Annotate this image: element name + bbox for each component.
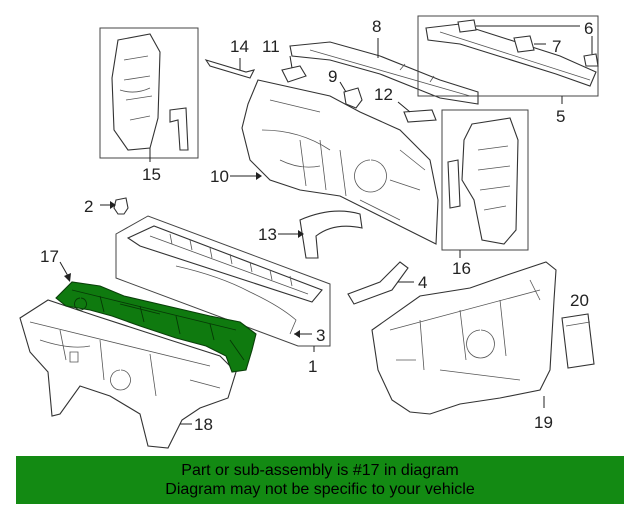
part-6-tab [457, 19, 477, 33]
part-12-plate [403, 109, 437, 123]
part-13-group [278, 210, 363, 259]
part-20-group [561, 313, 595, 369]
part-10-dash-panel [241, 79, 439, 245]
callout-6: 6 [584, 19, 593, 38]
part-16-strip [447, 159, 461, 209]
part-5-frame [417, 15, 599, 97]
part-11-group [281, 55, 307, 83]
callout-7: 7 [552, 37, 561, 56]
callout-13: 13 [258, 225, 277, 244]
part-9-bracket [343, 87, 363, 109]
part-10-group [230, 79, 439, 245]
callout-9: 9 [328, 67, 337, 86]
callout-14: 14 [230, 37, 249, 56]
part-16-group [441, 109, 529, 258]
part-11-clip [281, 65, 307, 83]
part-15-bracket [169, 107, 189, 151]
part-5-group [417, 15, 599, 104]
part-3-group [294, 330, 312, 338]
callout-4: 4 [418, 273, 427, 292]
callout-5: 5 [556, 107, 565, 126]
part-12-group [397, 101, 437, 123]
part-14-strip [204, 59, 256, 79]
part-4-brace [347, 261, 409, 305]
part-19-dash-assembly [371, 261, 557, 415]
callout-12: 12 [374, 85, 393, 104]
callout-20: 20 [570, 291, 589, 310]
part-9-group [339, 81, 363, 109]
callout-19: 19 [534, 413, 553, 432]
callout-18: 18 [194, 415, 213, 434]
banner-line-1: Part or sub-assembly is #17 in diagram [181, 462, 459, 479]
part-15-group [99, 27, 199, 162]
callout-10: 10 [210, 167, 229, 186]
callout-3: 3 [316, 326, 325, 345]
part-1-hose [175, 265, 297, 335]
part-18-group [19, 299, 237, 449]
callout-15: 15 [142, 165, 161, 184]
part-17-cowl-panel [55, 281, 257, 373]
part-17-group [55, 261, 257, 373]
callout-8: 8 [372, 17, 381, 36]
part-20-filter [561, 313, 595, 369]
callout-2: 2 [84, 197, 93, 216]
part-2-bolt [113, 197, 129, 215]
parts-diagram: 1 2 3 4 5 6 7 8 9 10 11 12 13 14 15 16 1… [19, 15, 599, 449]
part-16-frame [441, 109, 529, 251]
part-4-group [347, 261, 414, 305]
part-2-group [100, 197, 129, 215]
callout-11: 11 [262, 37, 280, 56]
part-13-shroud [299, 210, 363, 259]
info-banner: Part or sub-assembly is #17 in diagram D… [16, 456, 624, 504]
callout-17: 17 [40, 247, 59, 266]
callout-16: 16 [452, 259, 471, 278]
part-8-group [289, 38, 479, 105]
banner-line-2: Diagram may not be specific to your vehi… [165, 481, 475, 498]
part-6-clip [583, 53, 599, 67]
part-19-group [371, 261, 557, 415]
part-15-frame [99, 27, 199, 159]
part-1-group [115, 215, 331, 352]
callout-1: 1 [308, 357, 317, 376]
part-1-frame [115, 215, 331, 347]
part-7-bracket [513, 35, 535, 53]
part-14-group [204, 58, 256, 79]
part-1-cowl-grille [126, 225, 323, 303]
part-18-dash-assembly [19, 299, 237, 449]
part-16-panel [461, 117, 519, 245]
